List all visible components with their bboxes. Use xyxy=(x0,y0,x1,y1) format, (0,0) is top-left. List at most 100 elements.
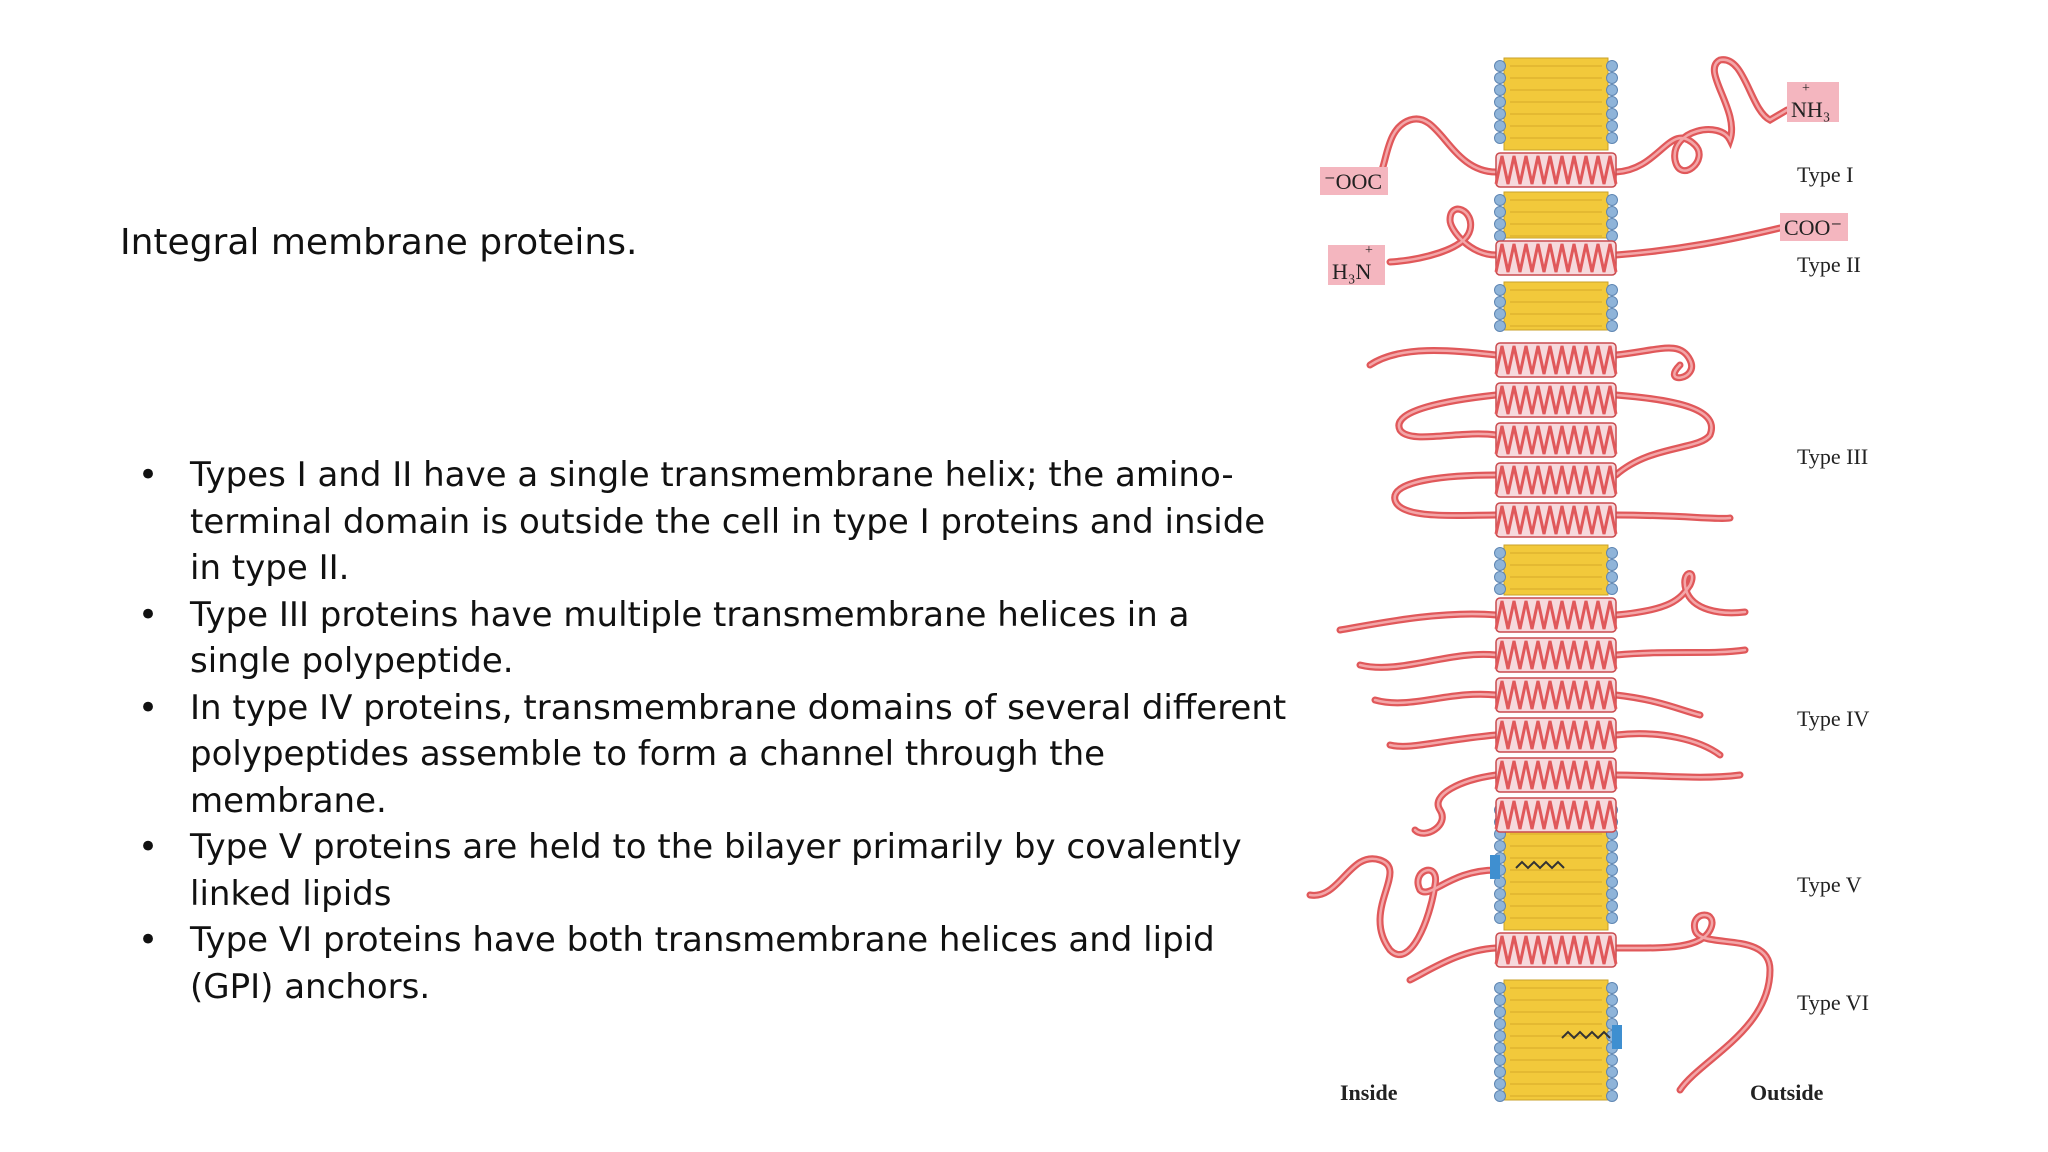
bullet-item: • In type IV proteins, transmembrane doma… xyxy=(138,685,1288,825)
head-group xyxy=(1606,1078,1618,1090)
head-group xyxy=(1494,230,1506,242)
head-group xyxy=(1494,132,1506,144)
head-group xyxy=(1494,284,1506,296)
bullet-text: In type IV proteins, transmembrane domai… xyxy=(190,687,1287,821)
slide-title: Integral membrane proteins. xyxy=(120,222,638,263)
bullet-dot-icon: • xyxy=(138,687,159,728)
polypeptide-loop-highlight xyxy=(1413,773,1742,835)
polypeptide-loop-highlight xyxy=(1373,692,1702,717)
terminal-tag-bg xyxy=(1787,82,1839,122)
type-label: Type II xyxy=(1797,252,1861,277)
polypeptide-loop xyxy=(1386,205,1500,266)
head-group xyxy=(1606,888,1618,900)
anchor-link xyxy=(1490,855,1500,879)
polypeptide-loop-highlight xyxy=(1308,857,1498,956)
helix-coil xyxy=(1494,760,1618,790)
bullet-text: Type V proteins are held to the bilayer … xyxy=(190,827,1242,914)
head-group xyxy=(1494,72,1506,84)
head-group xyxy=(1606,547,1618,559)
head-group xyxy=(1606,60,1618,72)
polypeptide-loop-highlight xyxy=(1388,732,1722,757)
helix-coil xyxy=(1494,465,1618,495)
head-group xyxy=(1606,1066,1618,1078)
head-group xyxy=(1606,900,1618,912)
head-group xyxy=(1606,571,1618,583)
helix-coil xyxy=(1494,505,1618,535)
type2-n-terminus-label: H₃N xyxy=(1332,259,1372,284)
polypeptide-loop-highlight xyxy=(1338,572,1747,632)
outside-label: Outside xyxy=(1750,1080,1824,1105)
head-group xyxy=(1494,120,1506,132)
polypeptide-loop xyxy=(1366,115,1500,189)
type-label: Type V xyxy=(1797,872,1862,897)
head-group xyxy=(1494,194,1506,206)
type1-n-terminus-label: NH₃ xyxy=(1791,97,1830,122)
transmembrane-helices xyxy=(1490,152,1622,1049)
head-group xyxy=(1494,547,1506,559)
head-group xyxy=(1494,60,1506,72)
lipid-core xyxy=(1503,191,1609,239)
head-group xyxy=(1494,1042,1506,1054)
polypeptide-loop-highlight xyxy=(1408,913,1772,1092)
head-group xyxy=(1606,308,1618,320)
helix-coil xyxy=(1494,720,1618,750)
protein-loops xyxy=(1306,56,1791,1094)
head-group xyxy=(1606,852,1618,864)
terminal-tag-bg xyxy=(1328,245,1385,285)
helix-coil xyxy=(1494,640,1618,670)
membrane-protein-figure: ⁻OOC + NH₃ + H₃N COO⁻ Type I Type II Typ… xyxy=(1300,50,1910,1120)
head-group xyxy=(1494,994,1506,1006)
lipid-core xyxy=(1503,57,1609,151)
membrane-diagram: ⁻OOC + NH₃ + H₃N COO⁻ Type I Type II Typ… xyxy=(1306,56,1869,1105)
head-group xyxy=(1494,1018,1506,1030)
head-group xyxy=(1494,218,1506,230)
gpi-anchor xyxy=(1515,860,1565,870)
type1-c-terminus-label: ⁻OOC xyxy=(1324,169,1382,194)
bullet-text: Type III proteins have multiple transmem… xyxy=(190,594,1190,682)
bullet-text: Types I and II have a single transmembra… xyxy=(190,455,1266,588)
head-group xyxy=(1606,1054,1618,1066)
type-label: Type I xyxy=(1797,162,1854,187)
head-group xyxy=(1606,876,1618,888)
head-group xyxy=(1494,559,1506,571)
polypeptide-loop-highlight xyxy=(1393,473,1732,520)
helix-coil xyxy=(1494,385,1618,415)
type2-c-terminus-label: COO⁻ xyxy=(1784,215,1842,240)
head-group xyxy=(1606,284,1618,296)
polypeptide-loop-highlight xyxy=(1388,208,1498,264)
polypeptide-loop-highlight xyxy=(1614,226,1782,257)
bullet-dot-icon: • xyxy=(138,827,159,867)
head-group xyxy=(1606,96,1618,108)
head-group xyxy=(1606,72,1618,84)
head-group xyxy=(1606,1090,1618,1102)
head-group xyxy=(1494,982,1506,994)
lipid-core xyxy=(1503,281,1609,331)
head-group xyxy=(1494,1054,1506,1066)
head-group xyxy=(1494,583,1506,595)
polypeptide-loop-highlight xyxy=(1358,648,1747,669)
helix-coil xyxy=(1494,800,1618,830)
head-group xyxy=(1606,132,1618,144)
head-group xyxy=(1494,108,1506,120)
head-group xyxy=(1606,583,1618,595)
head-group xyxy=(1494,206,1506,218)
head-group xyxy=(1606,230,1618,242)
polypeptide-loop-highlight xyxy=(1368,346,1693,379)
helix-coil xyxy=(1494,680,1618,710)
anchor-link xyxy=(1612,1025,1622,1049)
polypeptide-loop xyxy=(1612,224,1784,259)
head-group xyxy=(1606,120,1618,132)
head-group xyxy=(1494,888,1506,900)
head-group xyxy=(1494,571,1506,583)
head-group xyxy=(1606,912,1618,924)
figure-labels: ⁻OOC + NH₃ + H₃N COO⁻ Type I Type II Typ… xyxy=(1320,81,1869,1105)
head-group xyxy=(1606,864,1618,876)
bullet-text: Type VI proteins have both transmembrane… xyxy=(190,920,1215,1007)
bullet-list: • Types I and II have a single transmembr… xyxy=(138,452,1288,1010)
plus-charge-icon: + xyxy=(1802,81,1810,96)
head-group xyxy=(1606,840,1618,852)
bullet-item: •Type VI proteins have both transmembran… xyxy=(138,917,1288,1010)
helix-coil xyxy=(1494,425,1618,455)
bullet-item: •Types I and II have a single transmembr… xyxy=(138,452,1288,592)
head-group xyxy=(1606,194,1618,206)
